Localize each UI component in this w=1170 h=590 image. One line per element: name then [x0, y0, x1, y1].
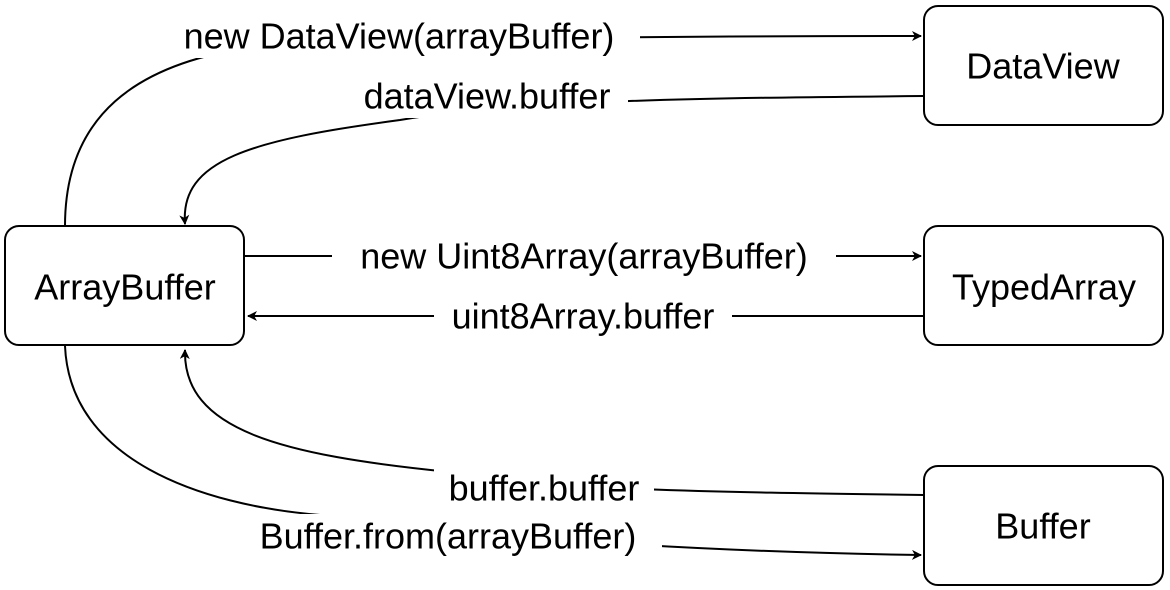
- edge-new-uint8array-label-bg: [332, 234, 836, 278]
- node-buffer: Buffer: [923, 465, 1164, 586]
- node-arraybuffer: ArrayBuffer: [4, 225, 245, 346]
- node-arraybuffer-label: ArrayBuffer: [34, 267, 215, 308]
- node-typedarray-box: [923, 225, 1164, 346]
- edge-new-dataview-label: new DataView(arrayBuffer): [184, 16, 615, 57]
- edge-new-uint8array-label: new Uint8Array(arrayBuffer): [360, 236, 808, 277]
- node-arraybuffer-box: [4, 225, 245, 346]
- edge-dataview-buffer-label: dataView.buffer: [364, 76, 611, 117]
- edge-buffer-buffer-label: buffer.buffer: [449, 468, 640, 509]
- edge-uint8array-buffer-label: uint8Array.buffer: [452, 296, 715, 337]
- edge-buffer-from-label: Buffer.from(arrayBuffer): [260, 516, 637, 557]
- edge-uint8array-buffer-label-bg: [434, 294, 732, 338]
- node-buffer-label: Buffer: [995, 506, 1090, 547]
- node-dataview-label: DataView: [966, 46, 1120, 87]
- node-typedarray-label: TypedArray: [952, 267, 1136, 308]
- node-dataview: DataView: [923, 5, 1164, 126]
- node-typedarray: TypedArray: [923, 225, 1164, 346]
- node-dataview-box: [923, 5, 1164, 126]
- edge-buffer-buffer-label-bg: [434, 466, 654, 510]
- edge-new-dataview-line: [64, 31, 922, 227]
- edge-buffer-from-label-bg: [234, 514, 662, 558]
- node-buffer-box: [923, 465, 1164, 586]
- edge-new-dataview-label-bg: [158, 14, 640, 58]
- edge-dataview-buffer-label-bg: [346, 74, 628, 118]
